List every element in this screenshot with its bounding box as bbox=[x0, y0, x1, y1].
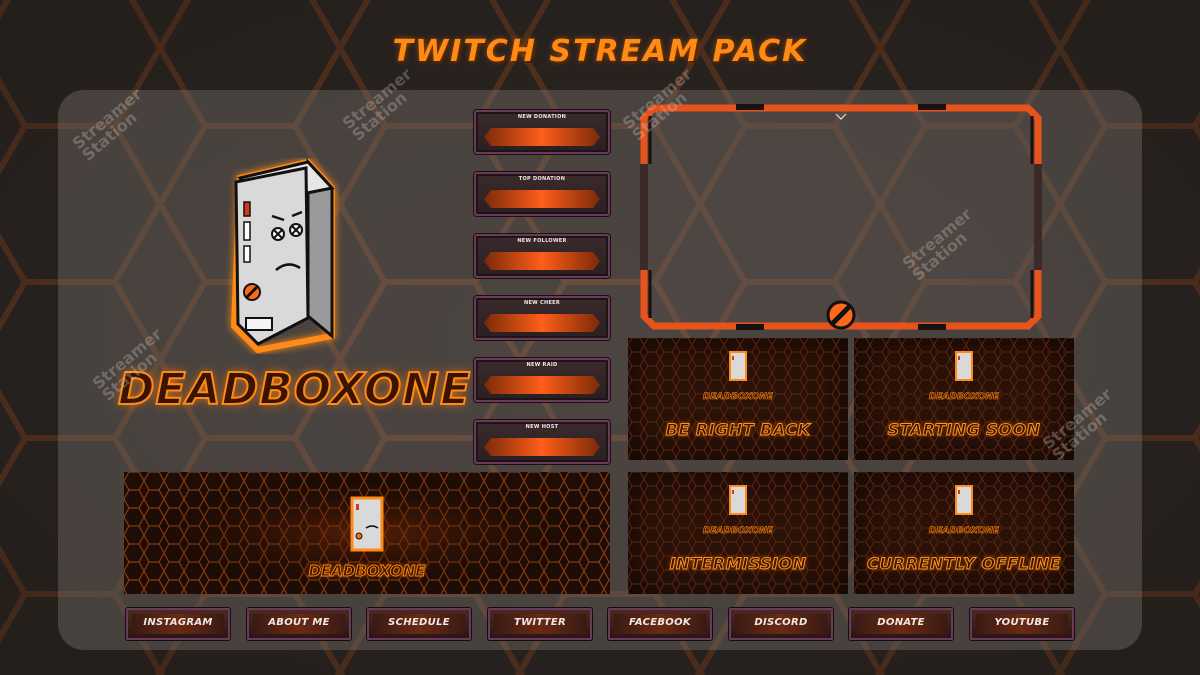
brand-name: DEADBOXONE bbox=[117, 363, 472, 416]
console-mascot-icon bbox=[350, 496, 384, 552]
scene-label: INTERMISSION bbox=[669, 554, 807, 574]
panel-button-schedule[interactable]: SCHEDULE bbox=[367, 608, 471, 640]
panel-button-label: SCHEDULE bbox=[388, 617, 450, 628]
panel-button-facebook[interactable]: FACEBOOK bbox=[608, 608, 712, 640]
alert-label: NEW HOST bbox=[525, 424, 559, 430]
alert-top-donation: TOP DONATION bbox=[474, 172, 610, 216]
alert-label: TOP DONATION bbox=[518, 176, 566, 182]
panel-button-about-me[interactable]: ABOUT ME bbox=[247, 608, 351, 640]
console-mascot-icon bbox=[955, 485, 973, 515]
alert-label: NEW CHEER bbox=[523, 300, 561, 306]
console-mascot-icon bbox=[729, 351, 747, 381]
alert-new-cheer: NEW CHEER bbox=[474, 296, 610, 340]
alert-new-host: NEW HOST bbox=[474, 420, 610, 464]
scene-intermission: DEADBOXONE INTERMISSION bbox=[628, 472, 848, 594]
alert-new-donation: NEW DONATION bbox=[474, 110, 610, 154]
scene-starting-soon: DEADBOXONE STARTING SOON bbox=[854, 338, 1074, 460]
scene-be-right-back: DEADBOXONE BE RIGHT BACK bbox=[628, 338, 848, 460]
console-mascot-icon bbox=[222, 158, 346, 354]
banner-brand: DEADBOXONE bbox=[308, 562, 426, 581]
scene-brand: DEADBOXONE bbox=[702, 392, 774, 403]
page-title: TWITCH STREAM PACK bbox=[392, 34, 808, 69]
scene-currently-offline: DEADBOXONE CURRENTLY OFFLINE bbox=[854, 472, 1074, 594]
orange-circle-badge-icon bbox=[826, 300, 856, 330]
scene-brand: DEADBOXONE bbox=[928, 526, 1000, 537]
scene-label: STARTING SOON bbox=[887, 420, 1041, 440]
alert-label: NEW FOLLOWER bbox=[517, 238, 567, 244]
panel-button-label: FACEBOOK bbox=[629, 617, 691, 628]
scene-label: CURRENTLY OFFLINE bbox=[867, 554, 1061, 574]
scene-label: BE RIGHT BACK bbox=[665, 420, 811, 440]
alert-label: NEW DONATION bbox=[517, 114, 567, 120]
panel-button-discord[interactable]: DISCORD bbox=[729, 608, 833, 640]
console-mascot-icon bbox=[729, 485, 747, 515]
panel-button-label: DONATE bbox=[877, 617, 925, 628]
alert-label: NEW RAID bbox=[526, 362, 558, 368]
panel-button-donate[interactable]: DONATE bbox=[849, 608, 953, 640]
webcam-frame bbox=[640, 104, 1042, 330]
panel-button-label: YOUTUBE bbox=[994, 617, 1050, 628]
panel-button-label: TWITTER bbox=[513, 617, 567, 628]
scene-brand: DEADBOXONE bbox=[702, 526, 774, 537]
panel-button-youtube[interactable]: YOUTUBE bbox=[970, 608, 1074, 640]
alert-new-follower: NEW FOLLOWER bbox=[474, 234, 610, 278]
panel-button-twitter[interactable]: TWITTER bbox=[488, 608, 592, 640]
panel-button-label: INSTAGRAM bbox=[143, 617, 213, 628]
panel-button-label: DISCORD bbox=[754, 617, 808, 628]
scene-brand: DEADBOXONE bbox=[928, 392, 1000, 403]
panel-button-label: ABOUT ME bbox=[268, 617, 330, 628]
panel-button-instagram[interactable]: INSTAGRAM bbox=[126, 608, 230, 640]
console-mascot-icon bbox=[955, 351, 973, 381]
alert-new-raid: NEW RAID bbox=[474, 358, 610, 402]
